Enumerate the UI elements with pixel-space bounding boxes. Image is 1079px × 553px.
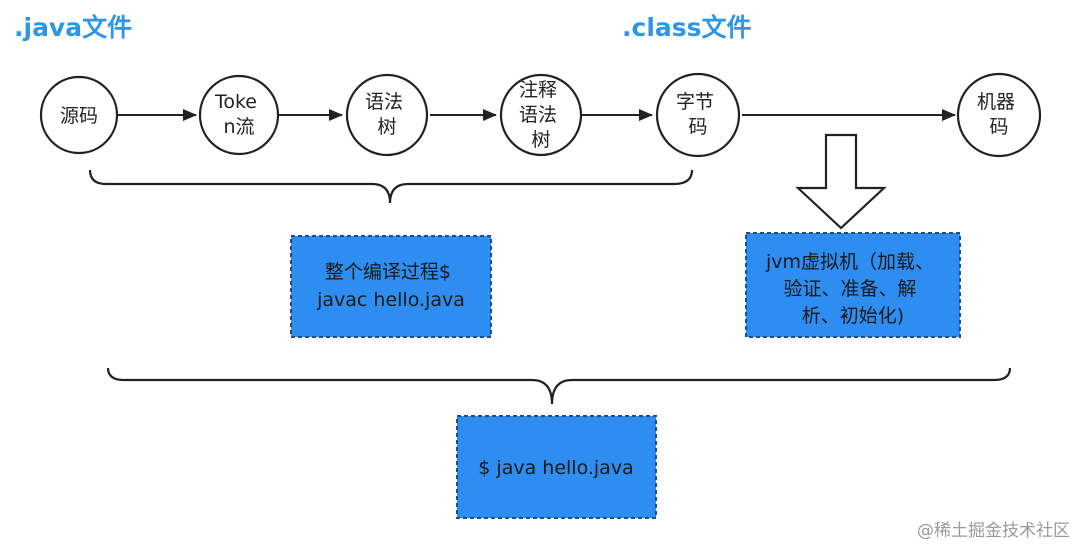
- overall-brace: [106, 367, 1012, 405]
- box-line: javac hello.java: [316, 289, 465, 311]
- node-line: Toke: [214, 91, 257, 113]
- node-line: n流: [223, 116, 254, 138]
- node-line: 机器: [977, 91, 1015, 113]
- class-file-label: .class文件: [622, 13, 752, 42]
- node-bytecode-label: 字节 码: [676, 91, 720, 138]
- box-line: 验证、准备、解: [783, 278, 916, 300]
- node-token-label: Toke n流: [214, 91, 263, 138]
- box-line: jvm虚拟机（加载、: [765, 251, 934, 273]
- node-machine-code-label: 机器 码: [977, 91, 1021, 138]
- box-line: 整个编译过程$: [325, 261, 451, 283]
- node-bytecode: 字节 码: [655, 72, 741, 158]
- node-annotated-tree-label: 注释 语法 树: [519, 79, 563, 151]
- node-line: 码: [688, 116, 707, 138]
- compile-stages-brace: [88, 169, 694, 204]
- node-annotated-syntax-tree: 注释 语法 树: [499, 73, 583, 157]
- node-line: 语法: [365, 91, 403, 113]
- compile-process-text: 整个编译过程$ javac hello.java: [316, 261, 465, 311]
- node-line: 码: [989, 116, 1008, 138]
- jvm-box-text: jvm虚拟机（加载、 验证、准备、解 析、初始化): [765, 251, 940, 327]
- node-syntax-tree-label: 语法 树: [365, 91, 409, 138]
- node-line: 源码: [60, 105, 98, 127]
- node-source-label: 源码: [60, 105, 98, 127]
- node-line: 字节: [676, 91, 714, 113]
- node-line: 注释: [519, 79, 557, 101]
- node-line: 树: [377, 116, 396, 138]
- node-token-stream: Toke n流: [198, 74, 280, 156]
- jvm-box: jvm虚拟机（加载、 验证、准备、解 析、初始化): [745, 232, 961, 338]
- node-syntax-tree: 语法 树: [345, 73, 429, 157]
- node-machine-code: 机器 码: [956, 72, 1042, 158]
- node-line: 语法: [519, 104, 557, 126]
- run-command-box: $ java hello.java: [456, 415, 657, 519]
- node-line: 树: [531, 129, 550, 151]
- run-command-text: $ java hello.java: [478, 457, 633, 479]
- box-line: 析、初始化): [802, 305, 904, 327]
- hollow-down-arrow: [795, 133, 887, 230]
- watermark: @稀土掘金技术社区: [917, 521, 1070, 541]
- java-file-label: .java文件: [14, 13, 132, 42]
- node-source: 源码: [39, 75, 119, 155]
- compile-process-box: 整个编译过程$ javac hello.java: [290, 235, 492, 338]
